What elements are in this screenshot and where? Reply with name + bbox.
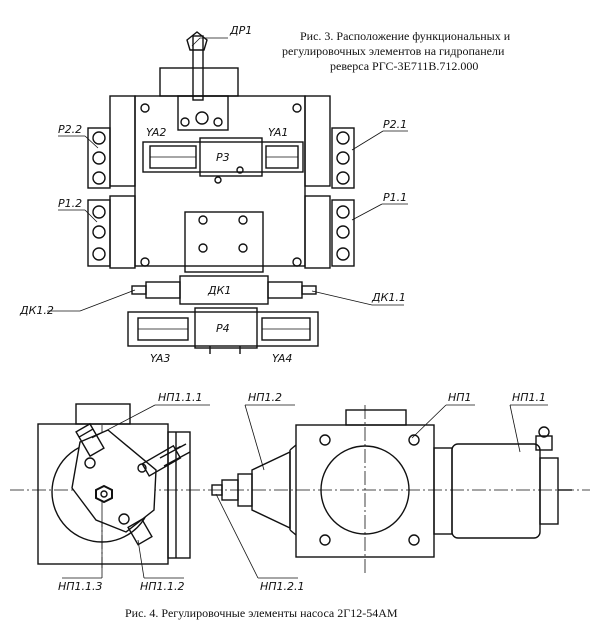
label-np11: НП1.1 xyxy=(512,391,546,404)
valve-p3-body xyxy=(142,141,304,173)
valve-p3 xyxy=(142,137,304,177)
label-ya1: YA1 xyxy=(268,126,288,139)
throttle-dr1 xyxy=(159,31,239,131)
label-np12: НП1.2 xyxy=(248,391,282,404)
mounting-bolts xyxy=(140,103,302,267)
screw-stack-p12 xyxy=(87,199,111,267)
right-upper-plate xyxy=(304,95,331,187)
left-lower-plate xyxy=(109,195,136,269)
check-valve-dk1 xyxy=(131,275,317,305)
valve-p4-center xyxy=(194,307,258,349)
label-dk12: ДК1.2 xyxy=(19,304,54,317)
reverse-hydropanel: ДР1 Р2.2 Р2.1 Р1.2 Р1.1 YA2 YA1 Р3 ДК1 Д… xyxy=(19,24,511,365)
fig4-caption: Рис. 4. Регулировочные элементы насоса 2… xyxy=(125,606,398,620)
screw-np111 xyxy=(75,422,105,458)
right-lower-plate xyxy=(304,195,331,269)
label-np113: НП1.1.3 xyxy=(58,580,103,593)
label-np111: НП1.1.1 xyxy=(158,391,203,404)
throttle-knob xyxy=(186,31,208,51)
block-np11 xyxy=(451,443,541,539)
label-p12: Р1.2 xyxy=(58,197,82,210)
label-p11: Р1.1 xyxy=(383,191,407,204)
fig3-caption-line1: Рис. 3. Расположение функциональных и xyxy=(300,29,511,43)
nut-np113 xyxy=(95,484,113,504)
valve-p3-center xyxy=(199,137,263,177)
panel-body xyxy=(134,95,306,267)
leader-lines-fig4 xyxy=(62,404,548,579)
label-dr1: ДР1 xyxy=(229,24,252,37)
label-p22: Р2.2 xyxy=(58,123,82,136)
label-ya3: YA3 xyxy=(150,352,170,365)
fig3-caption-line3: реверса РГС-3Е711В.712.000 xyxy=(330,59,478,73)
label-ya4: YA4 xyxy=(272,352,292,365)
housing-circle xyxy=(320,445,410,535)
screw-stack-p11 xyxy=(331,199,355,267)
label-dk11: ДК1.1 xyxy=(371,291,406,304)
label-np1: НП1 xyxy=(448,391,472,404)
label-dk1: ДК1 xyxy=(207,284,231,297)
label-np121: НП1.2.1 xyxy=(260,580,305,593)
fig3-caption-line2: регулировочных элементов на гидропанели xyxy=(282,44,505,58)
label-p21: Р2.1 xyxy=(383,118,407,131)
screw-np121 xyxy=(211,484,223,496)
screw-stack-p21 xyxy=(331,127,355,189)
valve-p4-body xyxy=(127,311,319,347)
valve-p4 xyxy=(127,307,319,354)
pump-end-view xyxy=(37,403,191,565)
screw-stack-p22 xyxy=(87,127,111,189)
left-upper-plate xyxy=(109,95,136,187)
screw-np112 xyxy=(127,518,153,546)
screw-side xyxy=(141,444,182,477)
label-np112: НП1.1.2 xyxy=(140,580,185,593)
pump-side-view xyxy=(211,409,572,558)
label-p4: Р4 xyxy=(216,322,230,335)
label-ya2: YA2 xyxy=(146,126,166,139)
throttle-base xyxy=(159,67,239,97)
leader-lines-fig3 xyxy=(47,37,408,312)
center-block xyxy=(184,211,264,273)
throttle-stem xyxy=(192,35,204,101)
label-p3: Р3 xyxy=(216,151,230,164)
pump-drawing: НП1.1.1 НП1.2 НП1 НП1.1 НП1.1.3 НП1.1.2 … xyxy=(10,391,590,620)
